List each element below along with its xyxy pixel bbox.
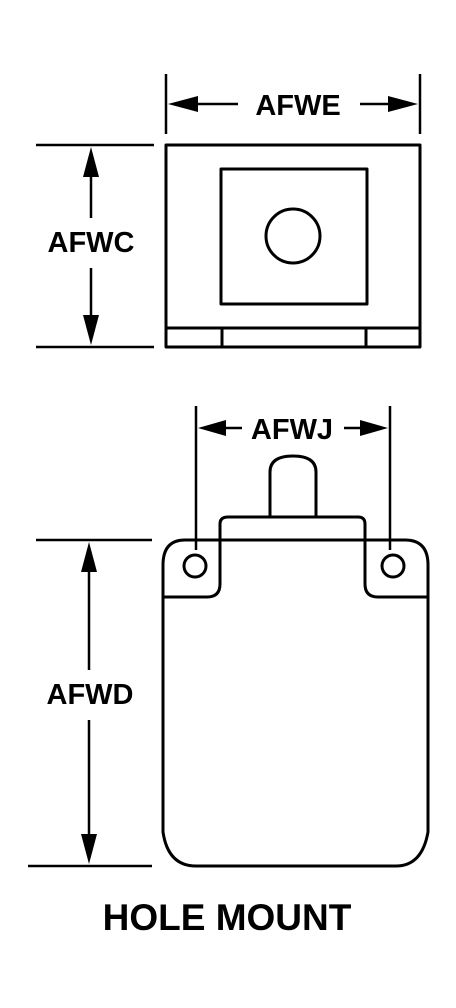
front-view-left-ear-edge [161,538,222,599]
afwe-arrow-right [388,96,418,112]
afwc-arrow-top [83,147,99,177]
afwd-dimension: AFWD [28,538,152,868]
front-view-left-mount-hole [182,553,208,579]
front-view-plunger [268,454,318,519]
front-view-body-outline [161,538,430,868]
drawing-caption: HOLE MOUNT [103,897,352,938]
afwd-arrow-bottom [81,834,97,864]
afwj-label: AFWJ [251,414,333,446]
afwd-arrow-top [81,542,97,572]
afwj-arrow-left [198,420,226,436]
afwc-label: AFWC [48,227,135,259]
top-view [164,143,422,349]
afwd-label: AFWD [47,679,134,711]
afwe-dimension: AFWE [164,74,422,134]
top-view-inner-square [219,167,369,306]
afwe-arrow-left [168,96,198,112]
afwc-arrow-bottom [83,315,99,345]
top-view-body-outline [164,143,422,349]
afwe-label: AFWE [255,90,340,122]
front-view [161,454,430,868]
afwj-dimension: AFWJ [194,406,392,550]
front-view-right-ear-edge [363,538,430,599]
top-view-plunger-circle [264,207,322,265]
front-view-right-mount-hole [380,553,406,579]
afwj-arrow-right [360,420,388,436]
front-view-top-housing [218,515,367,542]
afwc-dimension: AFWC [36,143,154,349]
